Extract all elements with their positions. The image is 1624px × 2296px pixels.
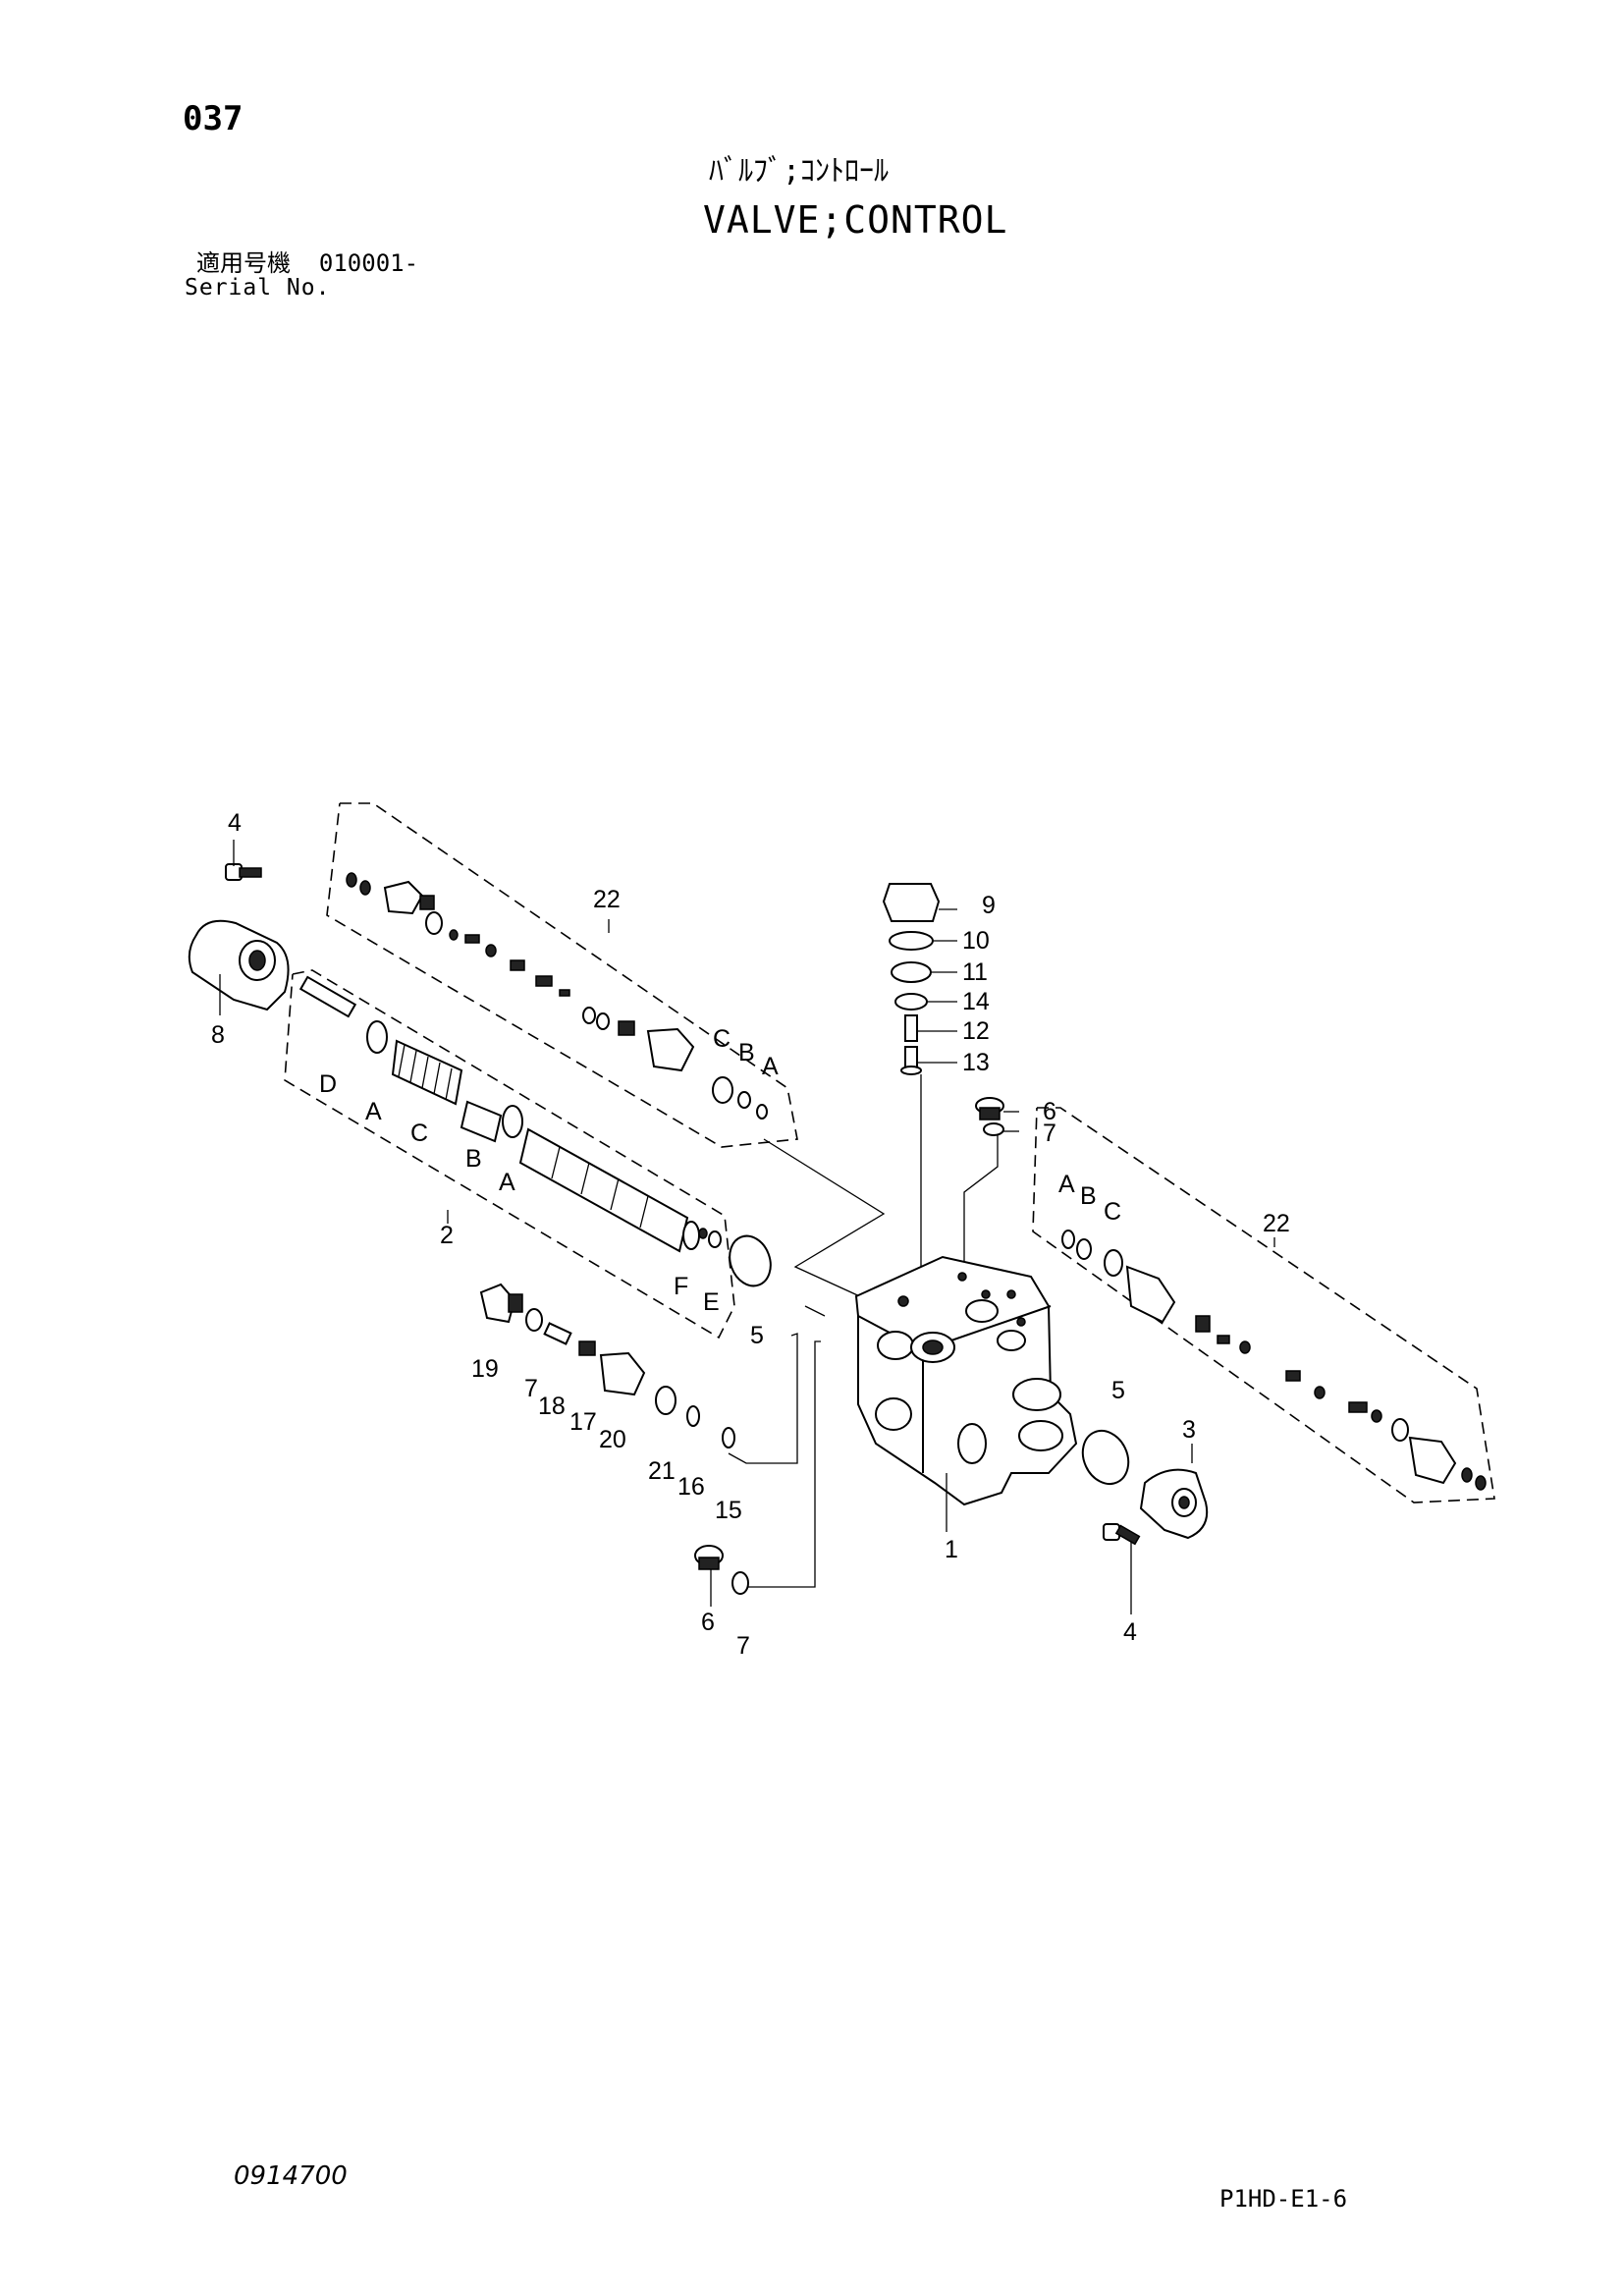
callout-21: 21 bbox=[648, 1457, 676, 1485]
callout-A-lower-kit: A bbox=[1058, 1171, 1075, 1198]
callout-A-spool-1: A bbox=[365, 1098, 382, 1125]
serial-applicability: 適用号機 010001- bbox=[196, 251, 418, 275]
callout-11: 11 bbox=[962, 958, 988, 986]
o-ring-5-left bbox=[729, 1234, 772, 1287]
callout-1: 1 bbox=[945, 1536, 958, 1563]
o-ring-5-right bbox=[1081, 1429, 1130, 1486]
page-number: 037 bbox=[183, 99, 244, 138]
callout-14: 14 bbox=[962, 988, 990, 1015]
flange-8 bbox=[188, 919, 290, 1011]
callout-5-right: 5 bbox=[1111, 1377, 1125, 1404]
callout-3: 3 bbox=[1182, 1416, 1196, 1444]
callout-B-spool: B bbox=[465, 1145, 482, 1173]
callout-10: 10 bbox=[962, 927, 990, 955]
kit-2-spool-box bbox=[284, 969, 735, 1339]
callout-17: 17 bbox=[569, 1408, 597, 1436]
page-code: P1HD-E1-6 bbox=[1219, 2185, 1348, 2213]
callout-7-upper: 7 bbox=[1043, 1120, 1056, 1147]
callout-C-upper-kit: C bbox=[713, 1025, 731, 1053]
callout-B-upper-kit: B bbox=[738, 1039, 755, 1066]
callout-labels: 4 8 22 C B A D A C B A 2 F E 5 9 10 11 1… bbox=[211, 809, 1290, 1660]
callout-leaders bbox=[219, 840, 1275, 1614]
callout-7-lower: 7 bbox=[736, 1632, 750, 1660]
callout-16: 16 bbox=[677, 1473, 705, 1501]
callout-18: 18 bbox=[538, 1393, 566, 1420]
callout-C-spool: C bbox=[410, 1120, 428, 1147]
plug-6-lower bbox=[694, 1545, 749, 1595]
kit-22-upper-parts bbox=[346, 872, 768, 1120]
relief-group-19-21 bbox=[479, 1283, 735, 1449]
callout-12: 12 bbox=[962, 1017, 990, 1045]
title-english: VALVE;CONTROL bbox=[703, 198, 1008, 242]
callout-6-lower: 6 bbox=[701, 1609, 715, 1636]
plug-9-stack bbox=[882, 883, 941, 1075]
callout-8: 8 bbox=[211, 1021, 225, 1049]
serial-label-english: Serial No. bbox=[185, 275, 331, 301]
callout-15: 15 bbox=[715, 1497, 742, 1524]
serial-label-japanese: 適用号機 bbox=[196, 249, 291, 277]
callout-E: E bbox=[703, 1288, 720, 1316]
flange-3 bbox=[1139, 1468, 1209, 1540]
callout-13: 13 bbox=[962, 1049, 990, 1076]
callout-22-lower: 22 bbox=[1263, 1210, 1290, 1237]
callout-4-lower: 4 bbox=[1123, 1618, 1137, 1646]
kit-22-lower-parts bbox=[1061, 1230, 1487, 1491]
callout-F: F bbox=[674, 1273, 688, 1300]
callout-5-left: 5 bbox=[750, 1322, 764, 1349]
bolt-4-upper bbox=[225, 863, 262, 881]
callout-22-upper: 22 bbox=[593, 886, 621, 913]
callout-C-lower-kit: C bbox=[1104, 1198, 1121, 1226]
kit-22-upper-box bbox=[326, 802, 798, 1148]
callout-2: 2 bbox=[440, 1222, 454, 1249]
callout-A-upper-kit: A bbox=[762, 1053, 779, 1080]
plug-6-upper bbox=[975, 1097, 1004, 1136]
callout-20: 20 bbox=[599, 1426, 626, 1453]
serial-value: 010001- bbox=[318, 249, 419, 277]
valve-body bbox=[854, 1255, 1078, 1506]
spool-kit-2-parts bbox=[298, 975, 722, 1253]
drawing-code: 0914700 bbox=[234, 2161, 348, 2191]
callout-9: 9 bbox=[982, 892, 996, 919]
callout-4-upper: 4 bbox=[228, 809, 242, 837]
callout-B-lower-kit: B bbox=[1080, 1182, 1097, 1210]
callout-6-upper: 6 bbox=[1043, 1098, 1056, 1125]
callout-A-spool-2: A bbox=[499, 1169, 515, 1196]
title-japanese: ﾊﾞﾙﾌﾞ;ｺﾝﾄﾛｰﾙ bbox=[709, 154, 890, 189]
callout-7-group: 7 bbox=[524, 1375, 538, 1402]
bolt-4-lower bbox=[1103, 1523, 1141, 1546]
callout-D: D bbox=[319, 1070, 337, 1098]
kit-22-lower-box bbox=[1032, 1107, 1495, 1503]
callout-19: 19 bbox=[471, 1355, 499, 1383]
